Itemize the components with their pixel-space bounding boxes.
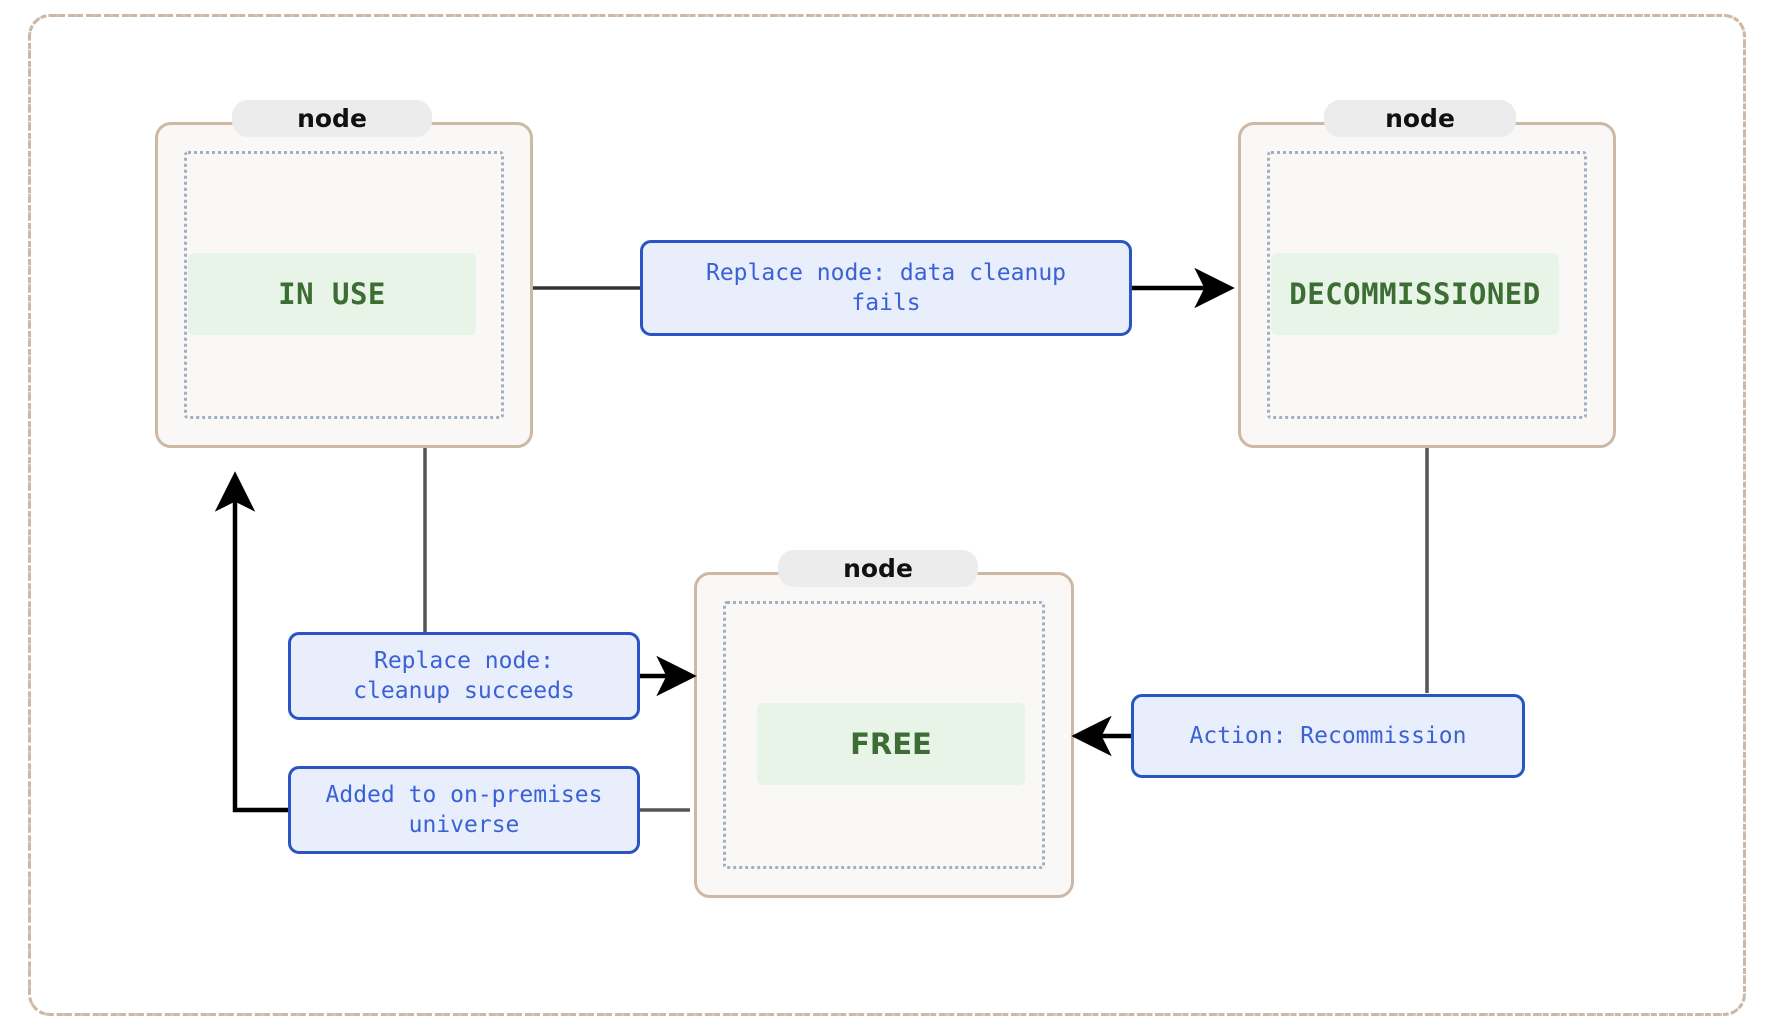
state-label: FREE xyxy=(850,727,932,761)
inner-dotted-border xyxy=(723,601,1045,869)
edge-label-line-2: fails xyxy=(851,290,921,316)
inner-dotted-border xyxy=(1267,151,1587,419)
edge-label-replace-node-data-cleanup-fails[interactable]: Replace node: data cleanup fails xyxy=(640,240,1132,336)
node-group-label-free: node xyxy=(778,550,978,587)
edge-label-line-2: cleanup succeeds xyxy=(353,678,575,704)
edge-label-added-to-on-premises-universe[interactable]: Added to on-premises universe xyxy=(288,766,640,854)
inner-dotted-border xyxy=(184,151,504,419)
edge-label-line-1: Replace node: xyxy=(373,648,554,674)
state-in-use[interactable]: IN USE xyxy=(188,253,476,335)
node-container-free[interactable]: FREE xyxy=(694,572,1074,898)
edge-label-line-2: universe xyxy=(408,812,520,838)
state-label: DECOMMISSIONED xyxy=(1289,277,1541,311)
node-container-in-use[interactable]: IN USE xyxy=(155,122,533,448)
state-label: IN USE xyxy=(278,277,386,311)
outer-cluster-boundary xyxy=(28,14,1746,1016)
edge-label-action-recommission[interactable]: Action: Recommission xyxy=(1131,694,1525,778)
edge-label-line-1: Action: Recommission xyxy=(1189,723,1467,749)
edge-label-replace-node-cleanup-succeeds[interactable]: Replace node: cleanup succeeds xyxy=(288,632,640,720)
edge-label-line-1: Replace node: data cleanup xyxy=(705,260,1067,286)
node-group-label-in-use: node xyxy=(232,100,432,137)
node-group-label-decommissioned: node xyxy=(1324,100,1516,137)
state-free[interactable]: FREE xyxy=(757,703,1025,785)
state-decommissioned[interactable]: DECOMMISSIONED xyxy=(1271,253,1559,335)
edge-label-line-1: Added to on-premises xyxy=(325,782,603,808)
node-container-decommissioned[interactable]: DECOMMISSIONED xyxy=(1238,122,1616,448)
